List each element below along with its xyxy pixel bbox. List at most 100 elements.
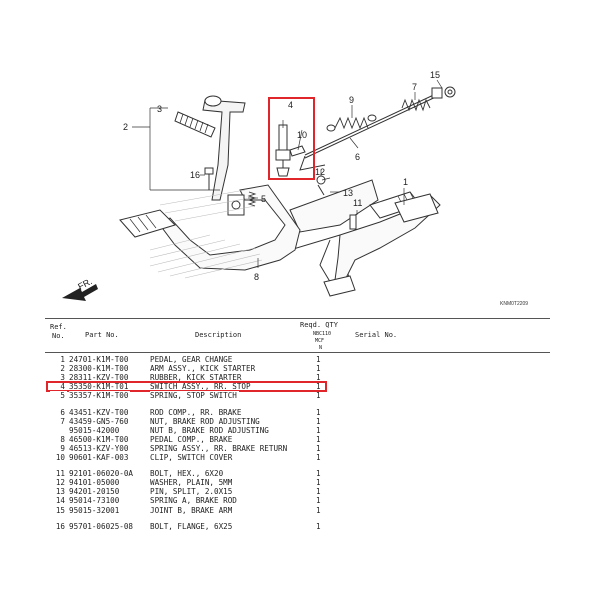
row-ref: 13 [50,487,67,497]
row-description: PIN, SPLIT, 2.0X15 [150,487,235,497]
brake-arm-joint [444,86,456,98]
row-qty: 1 [316,425,321,435]
header-no: No. [52,332,65,340]
row-description: SWITCH ASSY., RR. STOP [150,382,253,392]
kick-starter-rubber [174,111,216,138]
row-qty: 1 [316,434,321,444]
row-part-no: 95701-06025-08 [69,521,136,531]
row-part-no: 46513-KZV-Y00 [69,443,131,453]
header-serial-no: Serial No. [355,331,398,339]
callout-16: 16 [190,170,200,180]
figure-code: KNM0T2209 [500,301,528,307]
plain-washer [316,175,326,185]
row-ref: 5 [50,391,67,401]
row-qty: 1 [316,487,321,497]
row-description: RUBBER, KICK STARTER [150,373,244,383]
row-part-no: 95014-73100 [69,496,122,506]
callout-4: 4 [288,100,293,110]
header-reqd-qty: Reqd. QTY [300,321,338,329]
row-description: SPRING A, BRAKE ROD [150,496,239,506]
row-ref: 14 [50,496,67,506]
callout-1: 1 [403,177,408,187]
row-part-no: 46500-K1M-T00 [69,434,131,444]
row-part-no: 95015-42000 [69,425,122,435]
callout-15: 15 [430,70,440,80]
callout-13: 13 [343,188,353,198]
row-ref: 2 [50,364,67,374]
callout-8: 8 [254,272,259,282]
table-row: 95015-42000 NUT B, BRAKE ROD ADJUSTING 1 [0,425,600,435]
brake-pedal [119,184,301,271]
row-qty: 1 [316,373,321,383]
row-part-no: 28300-K1M-T00 [69,364,131,374]
brake-rod-nut [431,87,443,99]
row-description: ROD COMP., RR. BRAKE [150,407,244,417]
parts-diagram: 1 2 3 4 5 6 7 8 9 10 11 12 13 15 16 FR. … [62,70,528,307]
row-description: JOINT B, BRAKE ARM [150,505,235,515]
row-qty: 1 [316,496,321,506]
row-qty: 1 [316,521,321,531]
row-qty: 1 [316,391,321,401]
row-part-no: 92101-06020-0A [69,469,136,479]
row-ref: 9 [50,443,67,453]
switch-cover-clip [289,145,306,157]
row-qty: 1 [316,453,321,462]
stop-switch-spring [247,191,257,207]
row-part-no: 43451-KZV-T00 [69,407,131,417]
callout-10: 10 [297,130,307,140]
row-ref: 8 [50,434,67,444]
callout-7: 7 [412,82,417,92]
row-qty: 1 [316,407,321,417]
header-model-code: NBC110 [313,331,332,337]
callout-2: 2 [123,122,128,132]
table-highlight-row [46,381,327,393]
row-ref: 1 [50,355,67,364]
row-description: ARM ASSY., KICK STARTER [150,364,258,374]
callout-3: 3 [157,104,162,114]
row-description: PEDAL COMP., BRAKE [150,434,235,444]
row-description: WASHER, PLAIN, 5MM [150,478,235,488]
row-description: BOLT, FLANGE, 6X25 [150,521,235,531]
row-description: BOLT, HEX., 6X20 [150,469,226,479]
row-part-no: 94201-20150 [69,487,122,497]
row-part-no: 24701-K1M-T00 [69,355,131,364]
bolt-16 [204,167,214,190]
row-qty: 1 [316,382,321,392]
row-qty: 1 [316,355,321,364]
row-part-no: 43459-GN5-760 [69,416,131,426]
row-description: NUT, BRAKE ROD ADJUSTING [150,416,262,426]
callout-9: 9 [349,95,354,105]
row-ref: 6 [50,407,67,417]
row-description: NUT B, BRAKE ROD ADJUSTING [150,425,271,435]
leader-lines [132,79,443,268]
row-part-no: 35350-K1M-T01 [69,382,131,392]
callout-6: 6 [355,152,360,162]
callout-11: 11 [353,198,362,208]
callout-5: 5 [261,194,266,204]
row-description: SPRING, STOP SWITCH [150,391,239,401]
row-ref: 12 [50,478,67,488]
row-qty: 1 [316,416,321,426]
row-ref: 4 [50,382,67,392]
header-model-sub: MCF [315,338,325,344]
row-qty: 1 [316,505,321,515]
row-description: SPRING ASSY., RR. BRAKE RETURN [150,443,290,453]
split-pin [317,184,325,196]
brake-return-spring [326,114,377,132]
row-ref: 15 [50,505,67,515]
row-qty: 1 [316,478,321,488]
header-model-ver: N [319,345,323,351]
row-part-no: 94101-05000 [69,478,122,488]
callout-12: 12 [315,167,325,177]
row-qty: 1 [316,469,321,479]
